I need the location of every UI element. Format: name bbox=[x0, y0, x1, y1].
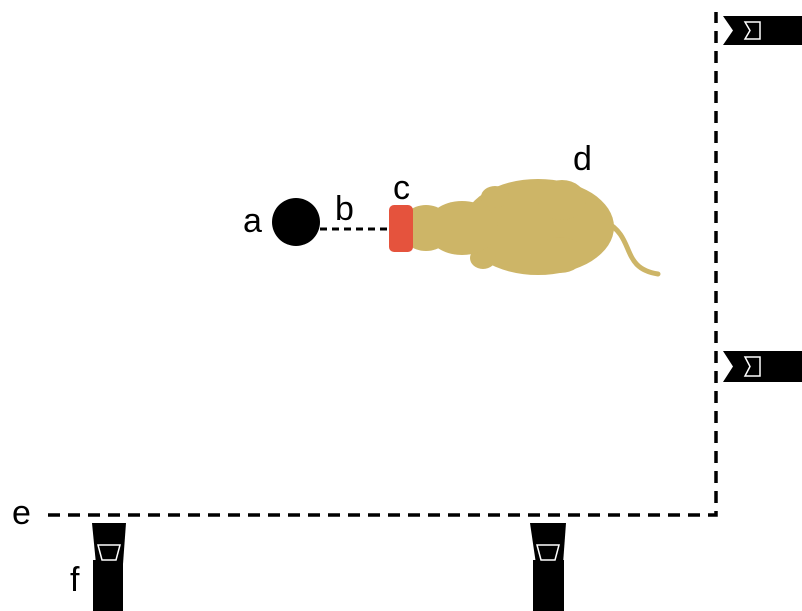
object-disc-icon bbox=[272, 198, 320, 246]
label-d: d bbox=[573, 140, 592, 178]
label-a: a bbox=[243, 202, 262, 240]
mouse-ear-top bbox=[481, 186, 509, 208]
camera-icon-bottom-middle bbox=[530, 523, 566, 611]
mouse-haunch-lower bbox=[536, 237, 584, 273]
camera-icon-right-middle bbox=[723, 351, 802, 382]
camera-icon-bottom-left bbox=[92, 523, 126, 611]
mouse-tail bbox=[603, 219, 661, 277]
headpiece-marker bbox=[389, 205, 413, 252]
arena-boundary-dashed-line bbox=[48, 12, 718, 517]
camera-icon-right-top bbox=[723, 16, 802, 45]
label-b: b bbox=[335, 190, 354, 228]
label-f: f bbox=[70, 561, 80, 599]
label-c: c bbox=[393, 169, 410, 207]
label-e: e bbox=[12, 494, 31, 532]
mouse-haunch bbox=[538, 180, 586, 220]
mouse-top-view-icon bbox=[400, 179, 661, 277]
